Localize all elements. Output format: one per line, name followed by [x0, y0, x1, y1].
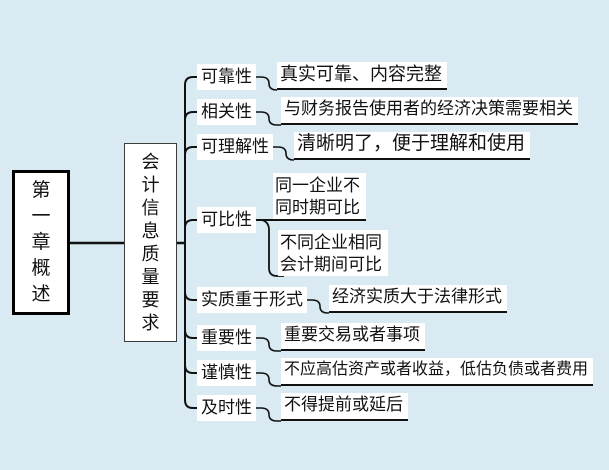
branch-curve-prudence: [184, 364, 197, 374]
topic-node-label: 会计信息质量要求: [141, 151, 160, 333]
subdesc-same-entity-periods: 同一企业不 同时期可比: [273, 173, 366, 221]
branch-curve-relevance: [184, 111, 197, 121]
branch-curve-understandability: [184, 146, 197, 156]
desc-curve-relevance: [256, 111, 281, 126]
desc-understandability: 清晰明了，便于理解和使用: [294, 132, 531, 160]
desc-relevance: 与财务报告使用者的经济决策需要相关: [281, 97, 578, 125]
root-node-label: 第一章概述: [31, 179, 51, 305]
branch-label-timeliness: 及时性: [197, 395, 256, 421]
desc-curve-substance-over-form: [307, 299, 329, 314]
desc-prudence: 不应高估资产或者收益，低估负债或者费用: [281, 358, 594, 386]
branch-label-prudence: 谨慎性: [197, 360, 256, 386]
subdesc-different-entities-period: 不同企业相同 会计期间可比: [278, 230, 388, 276]
branch-curve-materiality: [184, 329, 197, 339]
branch-curve-substance-over-form: [184, 291, 197, 301]
branch-label-reliability: 可靠性: [197, 64, 256, 90]
branch-label-understandability: 可理解性: [197, 134, 273, 160]
branch-label-relevance: 相关性: [197, 99, 256, 125]
desc-reliability: 真实可靠、内容完整: [277, 62, 447, 90]
desc-curve-prudence: [256, 372, 281, 387]
desc-substance-over-form: 经济实质大于法律形式: [329, 285, 507, 313]
desc-materiality: 重要交易或者事项: [281, 323, 425, 351]
branch-curve-timeliness: [184, 399, 197, 409]
desc-curve-reliability: [256, 76, 278, 91]
root-node-chapter: 第一章概述: [12, 170, 70, 315]
branch-label-materiality: 重要性: [197, 325, 256, 351]
desc-curve-timeliness: [256, 407, 281, 422]
branch-label-comparability: 可比性: [197, 207, 256, 233]
branch-label-substance-over-form: 实质重于形式: [197, 287, 307, 313]
comparability-bracket-curve: [261, 219, 284, 277]
desc-curve-understandability: [273, 146, 295, 161]
desc-curve-materiality: [256, 337, 281, 352]
branch-curve-comparability: [184, 219, 197, 229]
branch-curve-reliability: [184, 76, 197, 86]
desc-timeliness: 不得提前或延后: [281, 393, 408, 421]
topic-node-quality-requirements: 会计信息质量要求: [124, 143, 177, 342]
